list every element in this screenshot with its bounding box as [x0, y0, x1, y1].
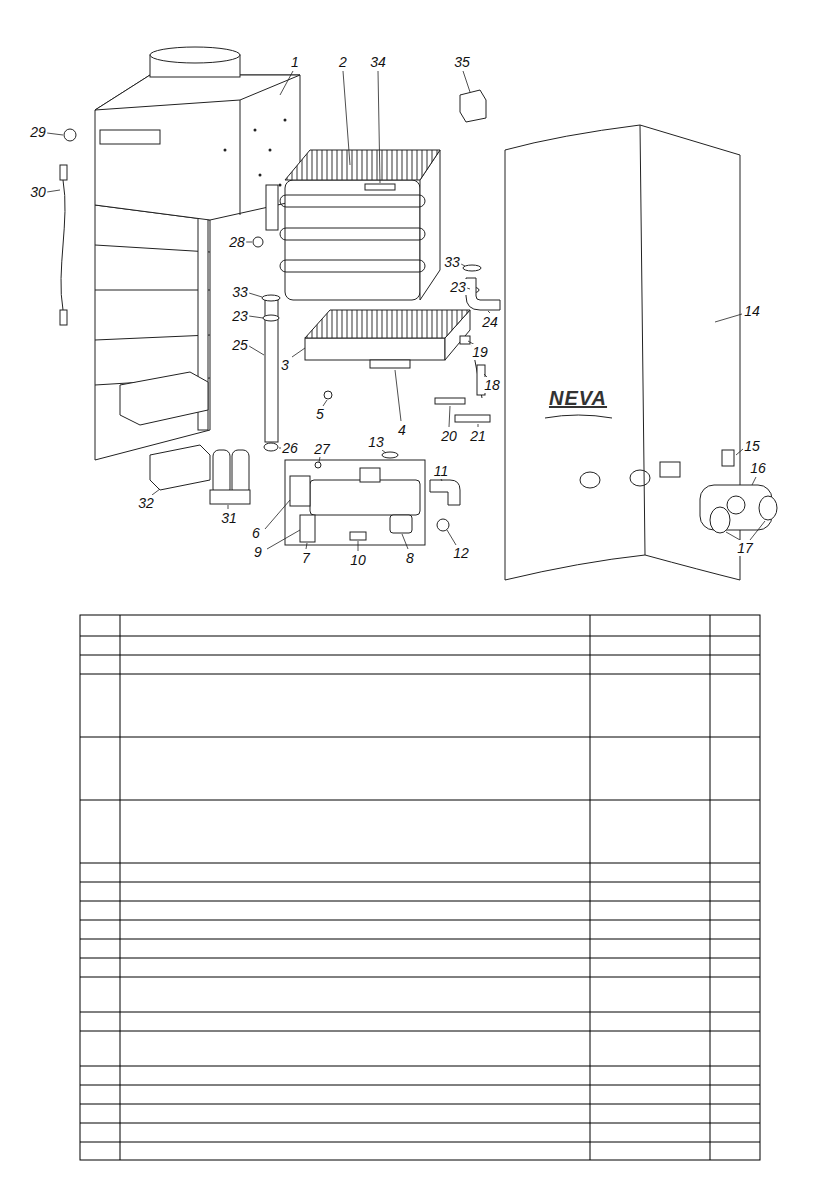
callout-number: 9 — [253, 544, 263, 560]
callout-number: 29 — [29, 124, 47, 140]
chassis — [95, 47, 300, 460]
callout-number: 23 — [231, 308, 249, 324]
callout-number: 21 — [469, 428, 487, 444]
callout-number: 5 — [315, 406, 325, 422]
callout-number: 3 — [280, 357, 290, 373]
callout-number: 17 — [736, 540, 754, 556]
callout-number: 14 — [743, 303, 761, 319]
callout-number: 34 — [369, 54, 387, 70]
callout-number: 8 — [405, 550, 415, 566]
callout-number: 33 — [443, 254, 461, 270]
callout-number: 32 — [137, 495, 155, 511]
callout-number: 10 — [349, 552, 367, 568]
callout-number: 7 — [301, 550, 311, 566]
callout-number: 13 — [367, 434, 385, 450]
callout-number: 35 — [453, 54, 471, 70]
callout-number: 12 — [452, 545, 470, 561]
brand-logo: NEVA — [548, 387, 608, 409]
callout-number: 28 — [228, 234, 246, 250]
callout-number: 26 — [281, 440, 299, 456]
callout-number: 23 — [449, 279, 467, 295]
callout-number: 18 — [483, 377, 501, 393]
leader-lines — [47, 71, 765, 551]
callout-number: 31 — [220, 510, 238, 526]
callout-number: 24 — [481, 314, 499, 330]
callout-number: 2 — [338, 54, 348, 70]
callout-number: 30 — [29, 184, 47, 200]
callout-number: 11 — [433, 463, 450, 479]
callout-number: 15 — [743, 438, 761, 454]
callout-number: 6 — [251, 525, 261, 541]
callout-number: 20 — [440, 428, 458, 444]
callout-number: 4 — [397, 422, 407, 438]
callout-number: 1 — [290, 54, 300, 70]
callout-number: 33 — [231, 284, 249, 300]
callout-number: 19 — [471, 344, 489, 360]
parts-table — [80, 615, 760, 1160]
callout-number: 16 — [749, 460, 767, 476]
callout-number: 25 — [231, 337, 249, 353]
callout-number: 27 — [313, 441, 331, 457]
